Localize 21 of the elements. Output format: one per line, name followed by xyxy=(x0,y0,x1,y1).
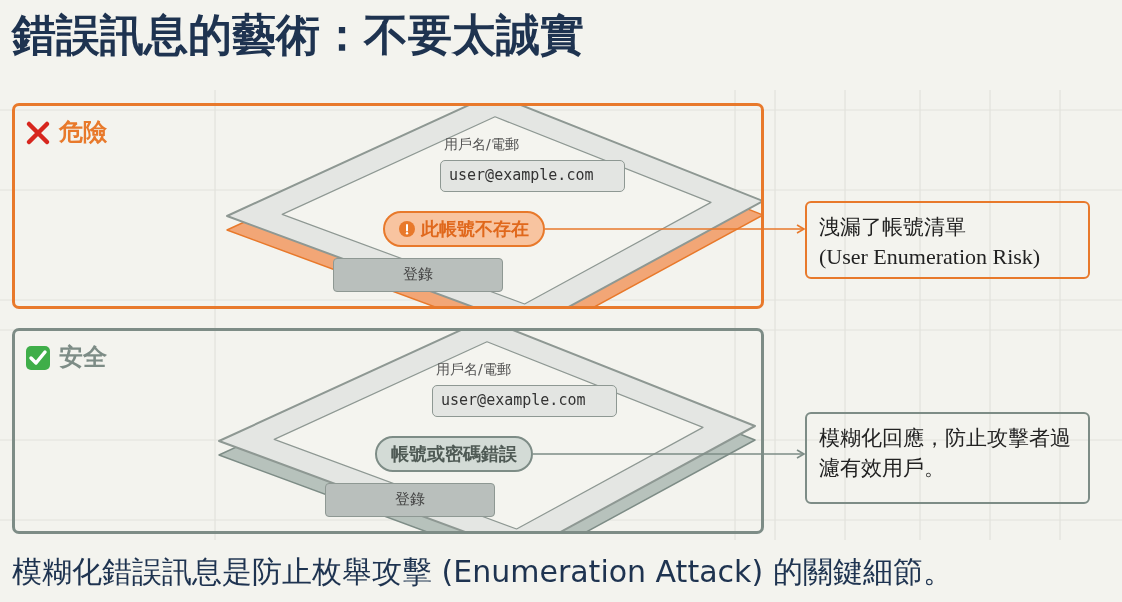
input-field: user@example.com xyxy=(440,160,625,192)
callout-text: 洩漏了帳號清單 xyxy=(819,214,967,241)
callout-text: 模糊化回應，防止攻擊者過濾有效用戶。 xyxy=(819,425,1072,482)
error-message: 此帳號不存在 xyxy=(421,217,529,241)
login-button: 登錄 xyxy=(325,483,495,517)
field-label: 用戶名/電郵 xyxy=(436,361,511,379)
title: 錯誤訊息的藝術：不要太誠實 xyxy=(12,8,584,62)
callout-text: (User Enumeration Risk) xyxy=(819,243,1042,271)
input-field: user@example.com xyxy=(432,385,617,417)
arrow xyxy=(532,449,805,459)
error-bubble xyxy=(383,211,545,247)
callout-box xyxy=(805,412,1090,504)
arrow xyxy=(544,224,805,234)
error-message: 帳號或密碼錯誤 xyxy=(391,442,517,466)
error-bubble xyxy=(375,436,533,472)
login-button: 登錄 xyxy=(333,258,503,292)
callout-box xyxy=(805,201,1090,279)
panel-heading: 危險 xyxy=(59,117,107,148)
field-label: 用戶名/電郵 xyxy=(444,136,519,154)
caption: 模糊化錯誤訊息是防止枚舉攻擊 (Enumeration Attack) 的關鍵細節。 xyxy=(12,553,953,591)
panel-heading: 安全 xyxy=(59,342,107,373)
